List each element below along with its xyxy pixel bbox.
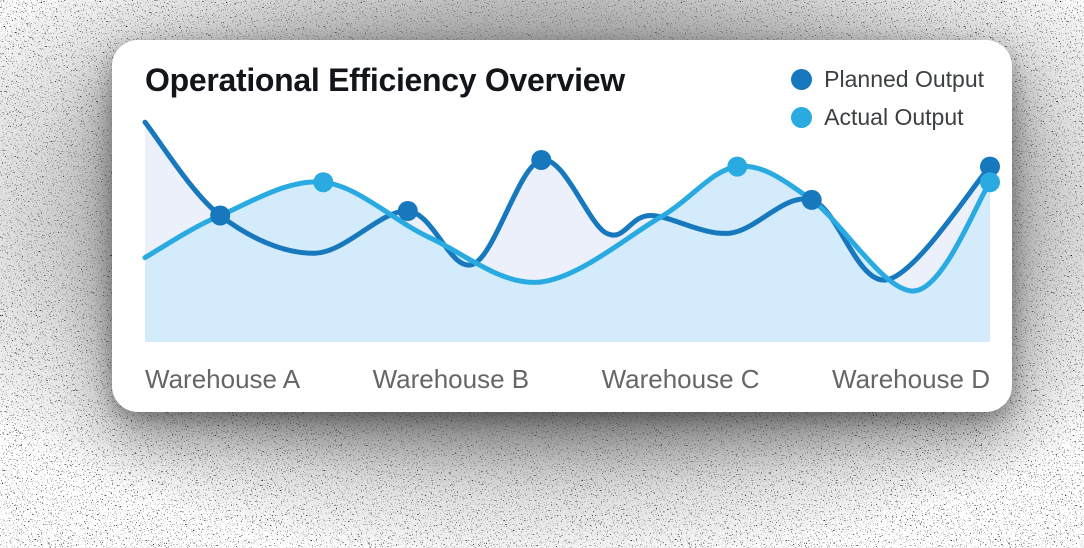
series-line-1 <box>142 163 993 294</box>
x-label-warehouse-c: Warehouse C <box>601 364 760 394</box>
legend-dot-planned-icon <box>791 69 813 90</box>
chart-title: Operational Efficiency Overview <box>145 62 625 98</box>
data-point-marker[interactable] <box>801 189 822 210</box>
data-point-marker[interactable] <box>980 172 1000 193</box>
legend-item-planned-output[interactable]: Planned Output <box>791 66 984 93</box>
chart-legend: Planned Output Actual Output <box>791 66 984 131</box>
data-point-marker[interactable] <box>980 156 1000 177</box>
data-point-marker[interactable] <box>210 205 231 226</box>
x-label-warehouse-d: Warehouse D <box>832 364 990 394</box>
legend-item-actual-output[interactable]: Actual Output <box>791 104 984 131</box>
x-label-warehouse-b: Warehouse B <box>372 364 530 394</box>
data-point-marker[interactable] <box>397 201 418 221</box>
efficiency-card: Operational Efficiency Overview Planned … <box>112 40 1012 412</box>
data-point-marker[interactable] <box>531 150 552 170</box>
efficiency-chart[interactable] <box>142 119 1000 342</box>
x-axis-labels: Warehouse A Warehouse B Warehouse C Ware… <box>145 364 990 395</box>
x-label-warehouse-a: Warehouse A <box>145 364 301 394</box>
data-point-marker[interactable] <box>727 156 748 177</box>
legend-dot-actual-icon <box>791 107 813 128</box>
data-point-marker[interactable] <box>313 172 334 193</box>
legend-label-actual: Actual Output <box>824 104 964 130</box>
legend-label-planned: Planned Output <box>824 66 984 92</box>
